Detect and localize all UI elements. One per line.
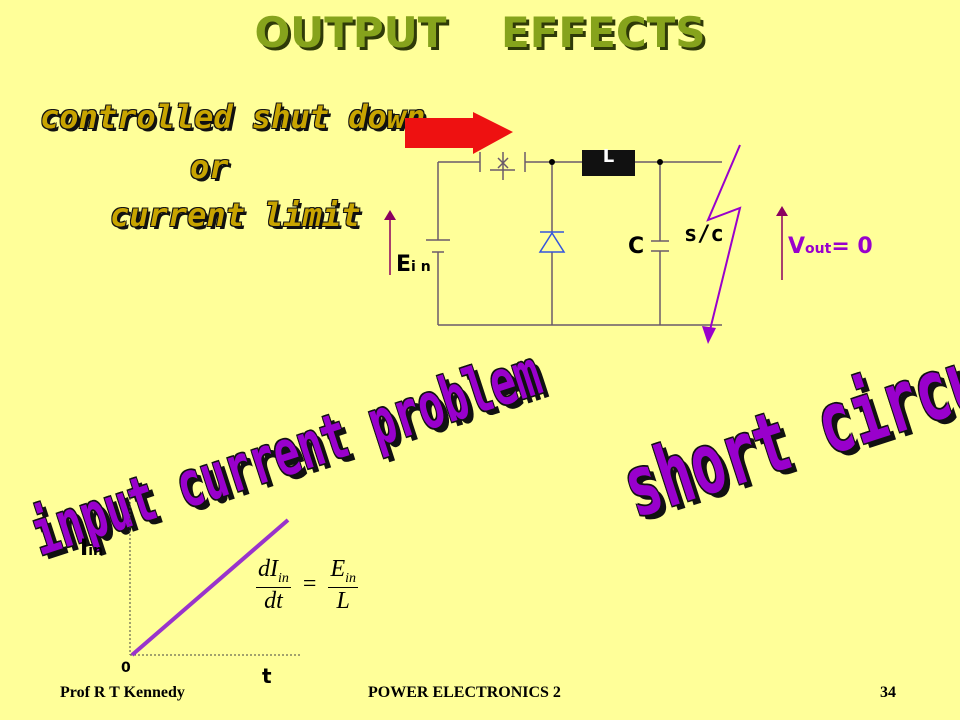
note-or: or [190,148,229,186]
eq-rhs-den: L [336,587,350,614]
eq-lhs-num: dI [258,556,278,582]
eq-lhs-num-sub: in [278,570,289,586]
source-subscript: i n [411,259,431,275]
source-label: Ei n [396,252,431,277]
inductor-label: L [602,146,615,167]
vout-letter: V [788,234,806,259]
graph-ylabel-subscript: in [88,543,103,559]
slide-title: OUTPUT EFFECTS [254,8,706,57]
source-letter: E [396,252,412,277]
eq-lhs-den: dt [264,587,283,614]
footer-course: POWER ELECTRONICS 2 [368,684,561,701]
equation: dIin dt = Ein L [256,556,358,615]
note-current-limit: current limit [110,196,361,234]
eq-rhs-num: E [330,556,346,582]
eq-equals: = [302,570,317,597]
current-ramp-graph [129,490,300,657]
equation-rhs: Ein L [328,556,358,615]
vout-label: Vout= 0 [788,234,873,259]
eq-rhs-num-sub: in [345,570,356,586]
note-controlled-shutdown: controlled shut down [40,98,426,136]
current-ramp-line [130,518,290,657]
footer-author: Prof R T Kennedy [60,684,185,701]
vout-value: = 0 [831,234,873,259]
short-label: s/c [684,222,724,247]
graph-xlabel: t [262,664,272,688]
graph-ylabel-letter: I [80,536,89,561]
capacitor-label: C [628,234,645,259]
graph-origin: 0 [121,660,131,676]
equation-lhs: dIin dt [256,556,291,615]
graph-ylabel: Iin [80,536,103,561]
red-arrow-icon [405,112,513,154]
circuit-diagram [384,144,788,344]
footer-page-number: 34 [880,684,896,701]
vout-subscript: out [805,241,832,257]
